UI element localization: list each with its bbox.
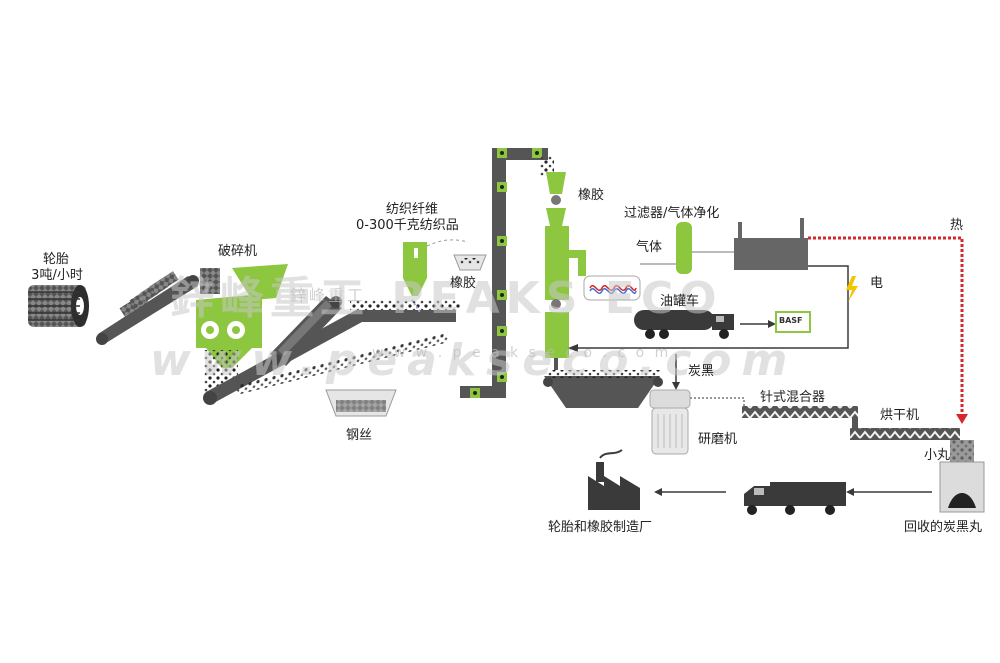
carbon-black-label: 炭黑 [688, 364, 715, 379]
oil-tanker-truck-icon [634, 310, 734, 339]
magnetic-separator-icon [270, 296, 342, 366]
rubber-small-bin-icon [453, 254, 487, 271]
fiber-label: 纺织纤维 [386, 202, 439, 217]
delivery-truck-icon [744, 482, 846, 515]
steel-label: 钢丝 [346, 428, 373, 443]
rubber-small-label: 橡胶 [450, 276, 477, 291]
heat-line-icon [808, 236, 968, 424]
factory-label: 轮胎和橡胶制造厂 [548, 520, 653, 535]
pin-mixer-label: 针式混合器 [760, 390, 826, 405]
tire-label: 轮胎 [42, 252, 69, 267]
tanker-label: 油罐车 [660, 294, 700, 309]
tire-stack-icon [28, 285, 89, 327]
lightning-icon [846, 276, 858, 302]
filter-label: 过滤器/气体净化 [624, 206, 720, 221]
condenser-icon [583, 275, 641, 301]
watermark-brand: 鋅峰重工 PEAKS ECO [170, 273, 723, 324]
heat-label: 热 [950, 218, 964, 233]
rubber-top-label: 橡胶 [578, 188, 605, 203]
gas-label: 气体 [636, 240, 663, 255]
pellet-label: 小丸 [924, 448, 951, 463]
watermark-small-url: w w w . p e a k s e c o . c o m [372, 345, 672, 361]
electric-label: 电 [870, 276, 884, 291]
factory-icon [588, 449, 640, 510]
fiber-amount-label: 0-300千克纺织品 [356, 218, 459, 233]
carbon-black-conveyor-icon [543, 370, 663, 408]
gas-filter-icon [640, 222, 734, 274]
main-conveyor-icon [203, 300, 460, 405]
fiber-separator-icon [403, 239, 469, 313]
tire-conveyor-icon [96, 268, 220, 345]
basf-logo-icon [775, 311, 811, 333]
grinder-icon [649, 389, 691, 455]
electric-line-icon [568, 265, 849, 352]
steel-wire-bin-icon [325, 389, 397, 417]
bucket-elevator-icon [460, 148, 554, 398]
dryer-icon [850, 418, 960, 440]
dryer-label: 烘干机 [880, 408, 920, 423]
watermark-small: 鋅峰重工 [290, 286, 367, 305]
tire-rate-label: 3吨/小时 [31, 268, 83, 283]
pin-mixer-icon [742, 406, 858, 418]
basf-label: BASF [779, 316, 803, 325]
watermark-url: www.peakseco.com [150, 335, 798, 386]
generator-icon [734, 218, 808, 270]
crusher-label: 破碎机 [218, 244, 258, 259]
pellet-silo-icon [939, 440, 985, 513]
pyrolysis-reactor-icon [545, 172, 586, 358]
recovered-label: 回收的炭黑丸 [904, 520, 983, 535]
grinder-label: 研磨机 [698, 432, 738, 447]
